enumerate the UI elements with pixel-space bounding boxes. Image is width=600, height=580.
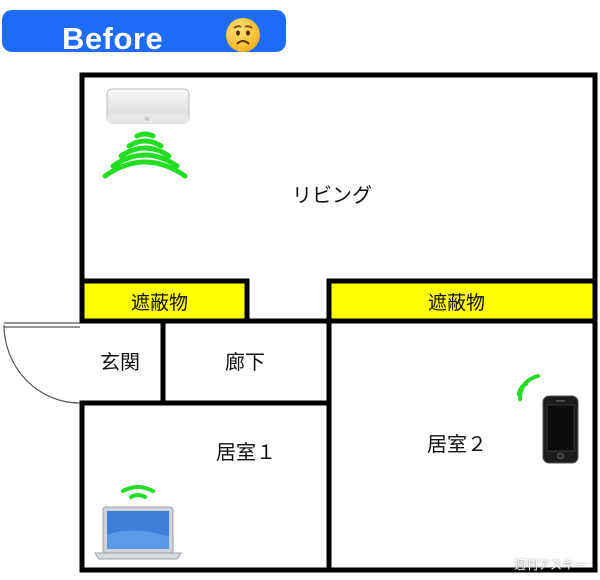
obstacle-right-label: 遮蔽物 [428,292,486,314]
smartphone-icon [542,395,579,464]
room-label-hallway: 廊下 [225,350,265,374]
room-label-room2: 居室２ [427,432,487,456]
laptop-signal-icon [121,485,155,499]
before-badge: Before [2,10,286,56]
wifi-router-icon [106,88,190,124]
room-label-entrance: 玄関 [100,350,140,374]
obstacle-left: 遮蔽物 [84,281,245,319]
phone-signal-icon [517,374,540,401]
obstacle-right: 遮蔽物 [331,281,593,319]
badge-title: Before [62,21,164,56]
laptop-icon [94,506,182,560]
room-label-living: リビング [292,183,372,207]
watermark: 週刊アスキー [514,558,587,572]
worried-face-icon [226,18,260,52]
router-signal-icon [102,131,188,179]
obstacle-left-label: 遮蔽物 [131,292,189,314]
room-label-room1: 居室１ [216,440,276,464]
